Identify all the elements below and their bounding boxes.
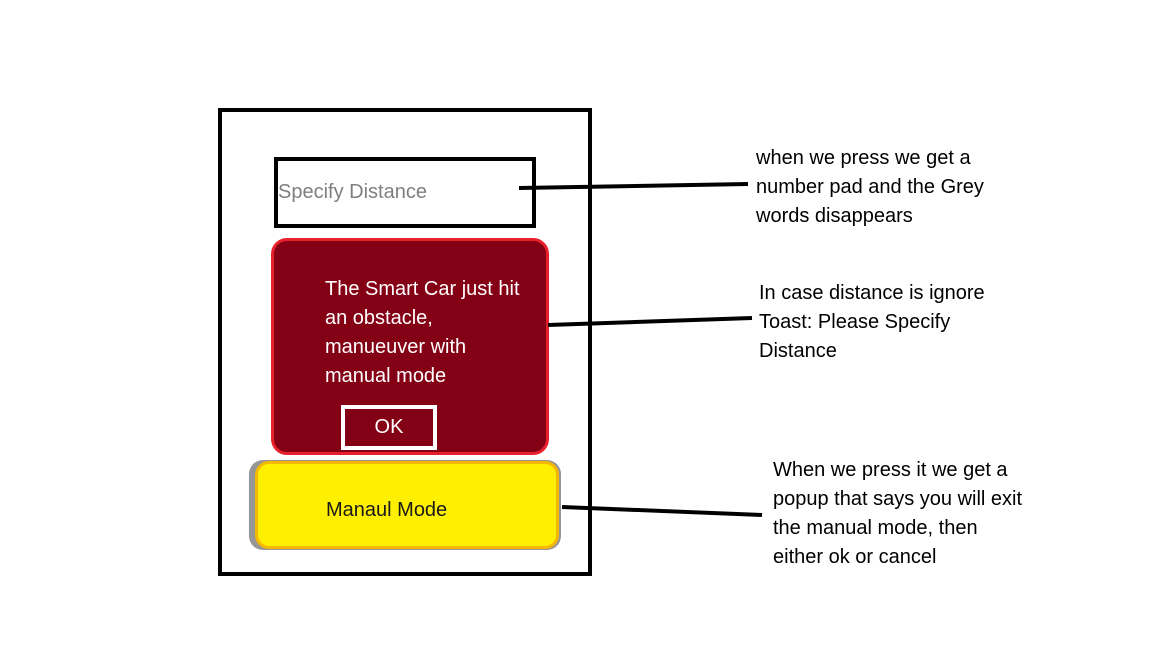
connector-manual bbox=[561, 505, 763, 517]
manual-mode-button[interactable]: Manaul Mode bbox=[255, 461, 559, 549]
annotation-alert-note: In case distance is ignore Toast: Please… bbox=[759, 282, 985, 362]
annotation-manual-note: When we press it we get a popup that say… bbox=[773, 459, 1023, 568]
distance-input[interactable] bbox=[274, 157, 536, 228]
manual-mode-label: Manaul Mode bbox=[326, 499, 448, 521]
annotation-distance-note: when we press we get a number pad and th… bbox=[756, 147, 984, 227]
alert-message: The Smart Car just hit an obstacle, manu… bbox=[325, 278, 520, 387]
obstacle-alert-dialog: The Smart Car just hit an obstacle, manu… bbox=[271, 238, 549, 455]
ok-button[interactable]: OK bbox=[341, 405, 437, 450]
